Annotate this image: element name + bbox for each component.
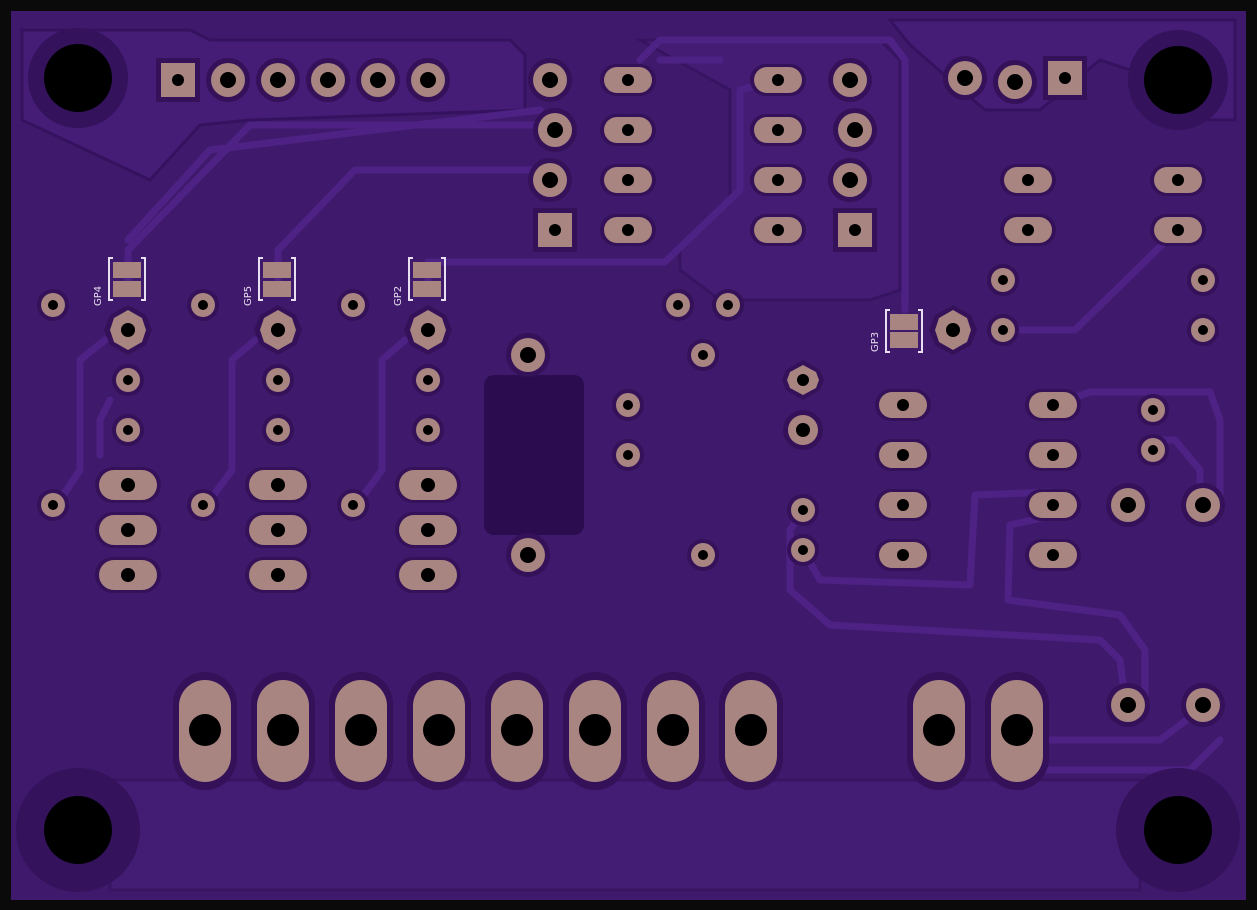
ic-left-pads [528, 58, 656, 252]
jumper-gp4 [108, 257, 146, 301]
mounting-hole-bl [44, 796, 112, 864]
label-gp4: GP4 [93, 286, 104, 306]
traces [56, 36, 1224, 774]
channel-group-2: GP5 [187, 257, 311, 593]
label-gp3: GP3 [870, 332, 881, 352]
mounting-hole-tl [44, 44, 112, 112]
mounting-hole-br [1144, 796, 1212, 864]
mounting-holes [16, 28, 1240, 892]
header-pins-round [206, 58, 450, 102]
right-far-pads [1106, 394, 1225, 727]
jumper-gp2 [408, 257, 446, 301]
header-top-right [943, 56, 1087, 104]
mounting-hole-tr [1144, 46, 1212, 114]
jumper-gp3 [885, 305, 977, 355]
channel-group-1: GP4 [37, 257, 161, 593]
center-small-pads [612, 289, 824, 571]
ic-right-pads [750, 58, 877, 252]
right-upper-pads [987, 164, 1219, 346]
label-gp5: GP5 [243, 286, 254, 306]
ic-right-lower [875, 389, 1081, 571]
center-component [484, 333, 584, 577]
label-gp2: GP2 [393, 286, 404, 306]
terminal-block-power [907, 672, 1049, 790]
header-top-left [156, 58, 450, 102]
component-keepout [484, 375, 584, 535]
jumper-gp5 [258, 257, 296, 301]
terminal-block [173, 672, 1049, 790]
channel-group-3: GP2 [337, 257, 461, 593]
